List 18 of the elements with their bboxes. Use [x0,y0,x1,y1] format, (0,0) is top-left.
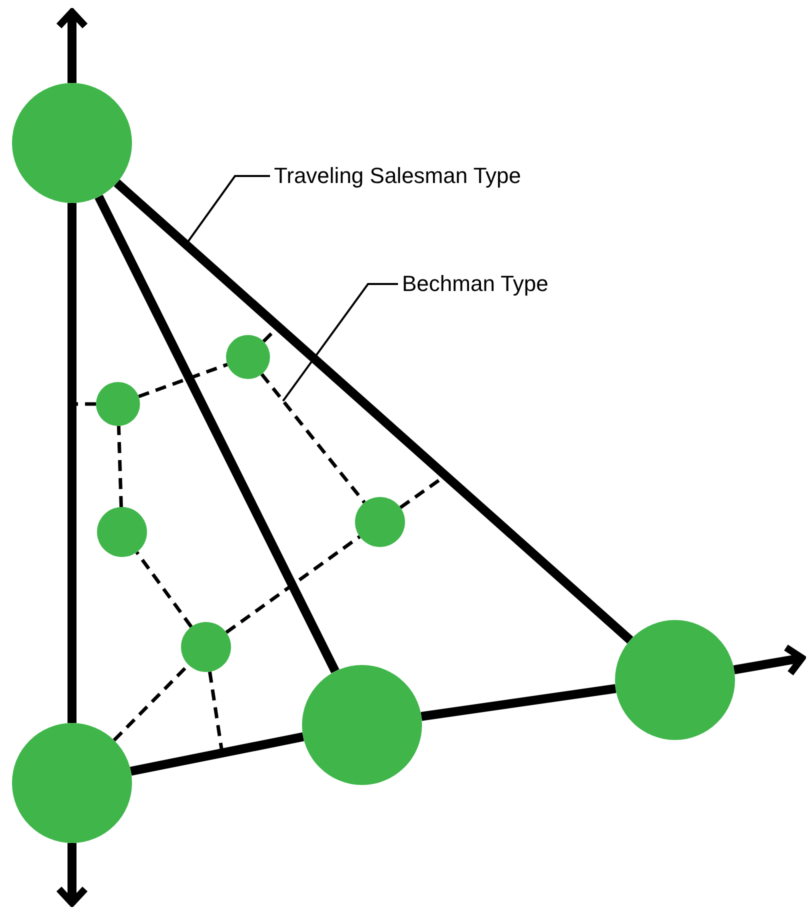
leader-line [186,175,270,244]
solid-line [114,180,634,644]
axis-arrow [56,843,88,906]
axis-arrow [56,8,88,83]
dashed-line [135,551,193,628]
solid-line [420,684,616,721]
dashed-line [116,426,123,508]
solid-line [94,194,340,674]
dashed-line [76,402,96,406]
dashed-line [138,362,228,398]
solid-line [68,203,76,723]
dashed-line [260,373,366,504]
type-label: Traveling Salesman Type [274,163,522,188]
dashed-line [225,535,361,634]
axis-arrow [733,644,806,677]
leader-line [282,283,398,402]
solid-line [130,732,304,776]
type-label: Bechman Type [402,271,548,296]
